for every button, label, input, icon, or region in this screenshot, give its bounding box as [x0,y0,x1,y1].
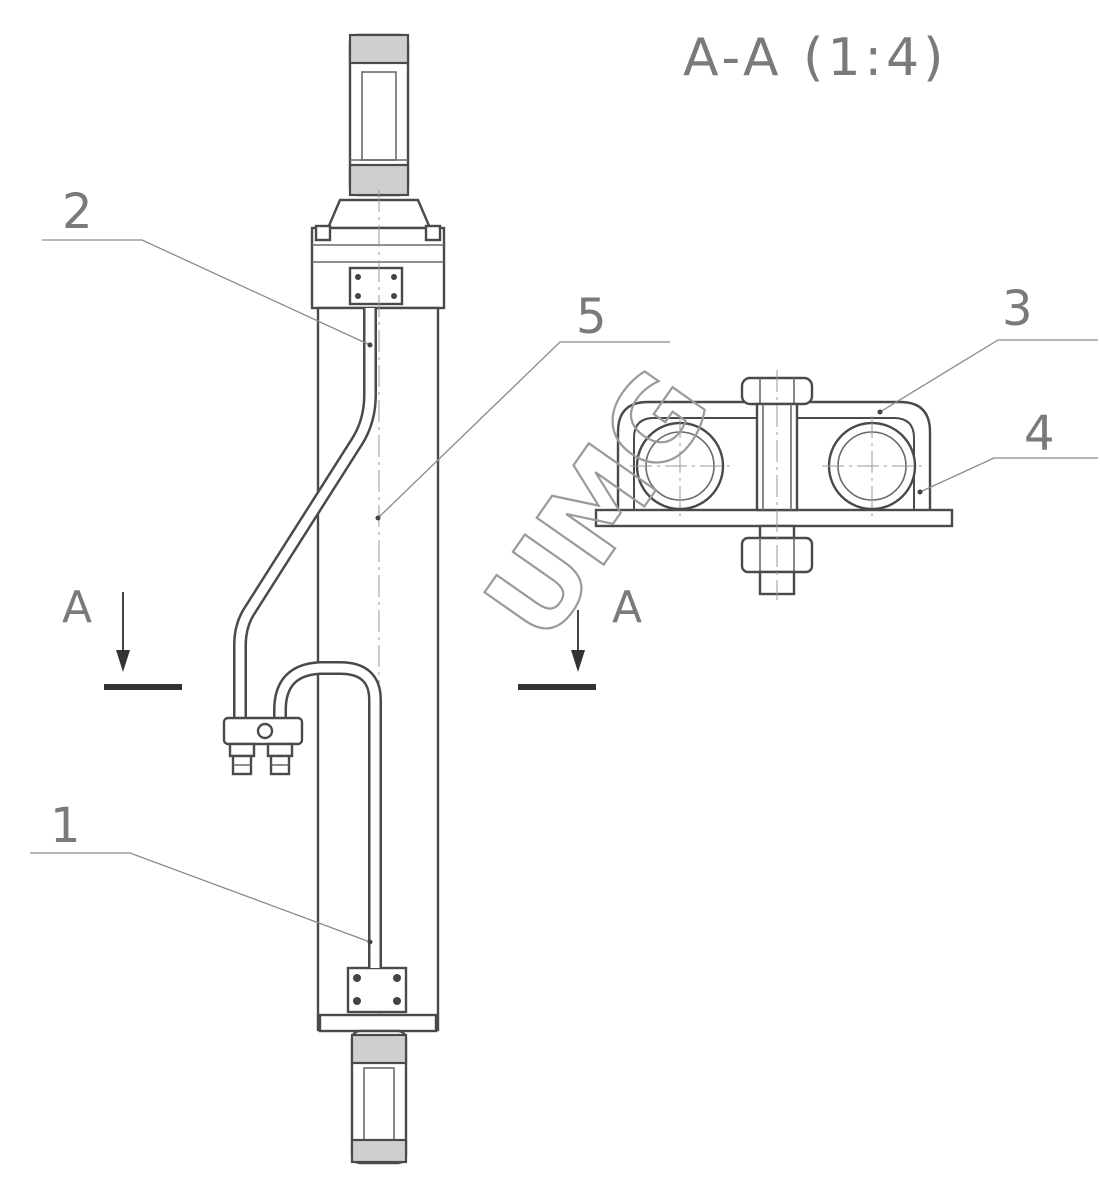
section-view-aa [594,370,954,600]
bolt [740,370,814,600]
callout-2: 2 [42,184,373,348]
section-mark-left: A [62,582,182,690]
bottom-port-block [346,966,408,1014]
svg-text:A: A [62,582,92,633]
callout-5: 5 [375,289,670,521]
cylinder-assembly [222,33,446,1165]
section-mark-right: A [518,582,642,690]
svg-text:4: 4 [1024,406,1055,462]
svg-text:A: A [612,582,642,633]
cylinder-head [310,224,446,310]
pipe-1 [275,663,380,968]
bottom-rod-eye [350,1029,408,1165]
callout-3: 3 [877,281,1098,415]
cylinder-bottom-cap [318,1013,438,1033]
fitting-block [222,716,304,776]
svg-text:5: 5 [576,289,607,345]
top-rod-eye [348,33,410,197]
svg-text:3: 3 [1002,281,1033,337]
callout-1: 1 [30,798,373,945]
svg-text:2: 2 [62,184,93,240]
section-title: A-A (1:4) [683,28,947,88]
svg-text:1: 1 [50,798,81,854]
callout-4: 4 [917,406,1098,495]
